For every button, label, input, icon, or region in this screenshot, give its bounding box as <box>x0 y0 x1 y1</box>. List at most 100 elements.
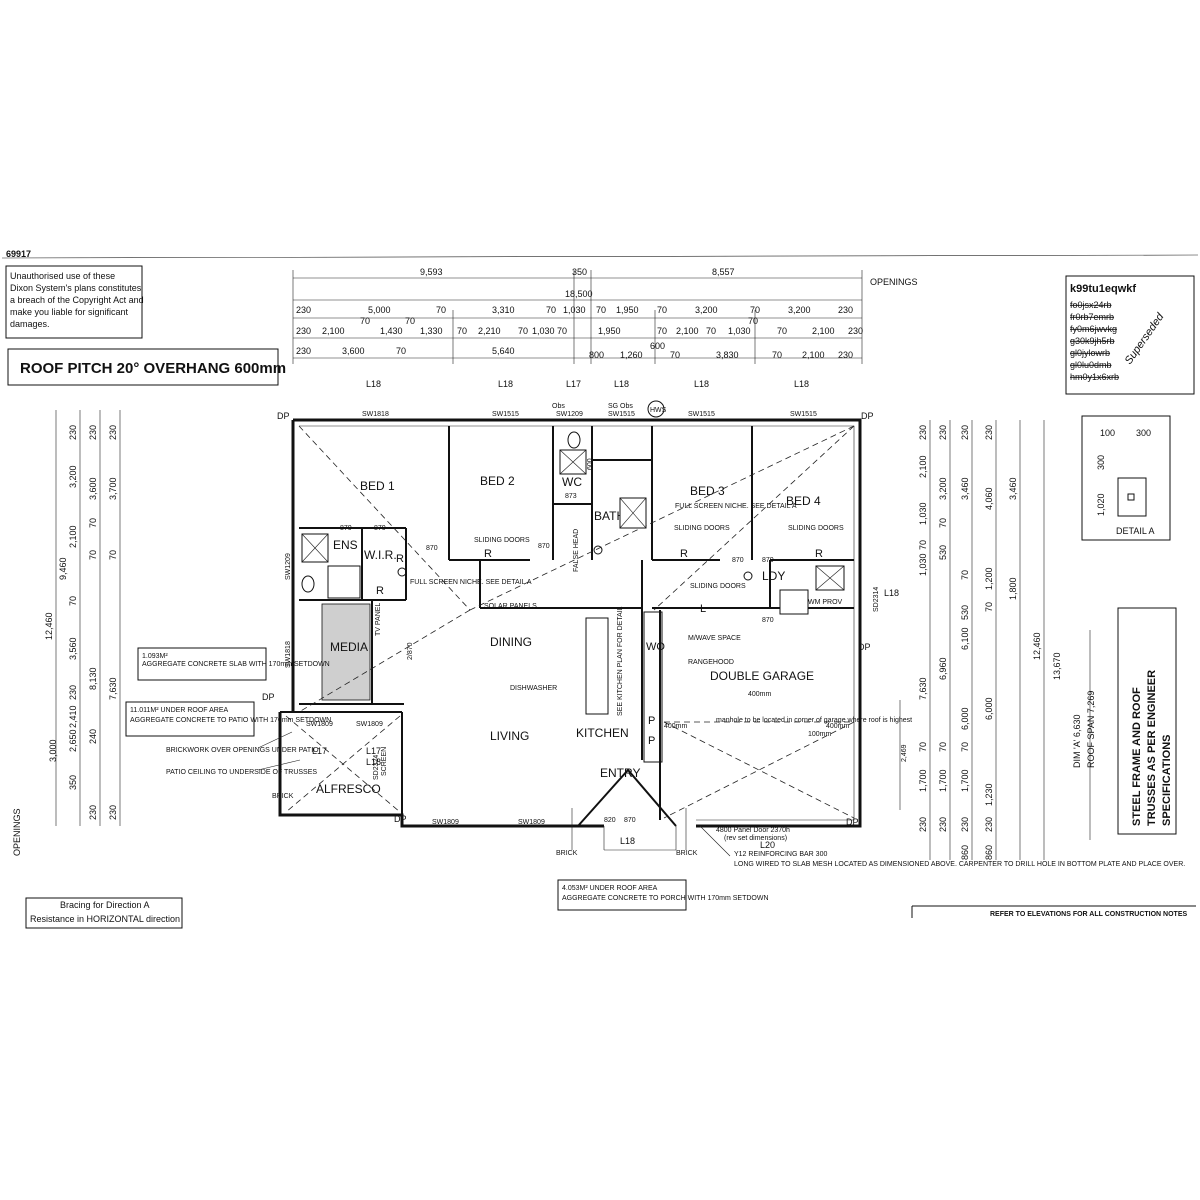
dp-1: DP <box>277 411 290 421</box>
dim-2469: 2,469 <box>901 744 908 762</box>
dim-r2b-3: 70 <box>748 316 758 326</box>
win-sw1515-d: SW1515 <box>790 411 817 418</box>
right-c1-3: 1,030 <box>918 502 928 525</box>
sliding-doors-bed3: SLIDING DOORS <box>674 525 730 532</box>
left-c2-10: 350 <box>68 775 78 790</box>
dp-2: DP <box>861 411 874 421</box>
left-c2-6: 3,560 <box>68 637 78 660</box>
door-870-wir: 870 <box>374 525 386 532</box>
see-kitchen-plan-note: SEE KITCHEN PLAN FOR DETAIL <box>617 606 624 716</box>
lintel-l18-entry: L18 <box>620 836 635 846</box>
dim-r4-9: 3,830 <box>716 350 739 360</box>
sanitary-symbols <box>301 431 845 593</box>
dim-r4-6: 1,260 <box>620 350 643 360</box>
room-bed1: BED 1 <box>360 479 395 493</box>
win-sw1809-d: SW1809 <box>518 819 545 826</box>
right-c3-10: 860 <box>960 845 970 860</box>
right-c3-5: 530 <box>960 605 970 620</box>
room-bed4: BED 4 <box>786 494 821 508</box>
left-c2-3: 9,460 <box>58 557 68 580</box>
right-c1-1: 230 <box>918 425 928 440</box>
window-labels: SW1818 SW1515 Obs SW1209 SG Obs SW1515 H… <box>285 400 880 826</box>
openings-label-top: OPENINGS <box>870 277 918 287</box>
wm-prov-label: WM PROV <box>808 599 843 606</box>
under-roof-area: 11.011M² UNDER ROOF AREA <box>130 707 228 714</box>
copyright-line-4: make you liable for significant <box>10 307 129 317</box>
door-870-ens: 870 <box>340 525 352 532</box>
tv-panel-label: TV PANEL <box>375 603 382 636</box>
stamp-line-3: fr0rb7emrb <box>1070 312 1114 322</box>
door-870-entry: 870 <box>624 817 636 824</box>
false-head-label: FALSE HEAD <box>573 529 580 572</box>
dim-r3-16: 2,100 <box>812 326 835 336</box>
sliding-doors-hall: SLIDING DOORS <box>690 583 746 590</box>
room-bed2: BED 2 <box>480 474 515 488</box>
right-c3-8: 1,700 <box>960 769 970 792</box>
dim-r3-10: 1,950 <box>598 326 621 336</box>
right-c2-6: 70 <box>938 742 948 752</box>
dim-r2b-2: 70 <box>405 316 415 326</box>
win-sd2314: SD2314 <box>873 587 880 612</box>
room-kitchen: KITCHEN <box>576 726 629 740</box>
top-dimensions: 9,593 350 8,557 OPENINGS 18,500 230 5,00… <box>292 267 918 389</box>
left-c2-8: 2,650 <box>68 729 78 752</box>
win-hws: HWS <box>650 407 667 414</box>
dim-r3-14: 1,030 <box>728 326 751 336</box>
robe-bed2: R <box>484 548 492 560</box>
manhole-note: manhole to be located in corner of garag… <box>716 717 912 724</box>
lintel-top-6: L18 <box>794 379 809 389</box>
sliding-doors-bed2: SLIDING DOORS <box>474 537 530 544</box>
linen-label: L <box>700 603 706 615</box>
room-alfresco: ALFRESCO <box>316 782 381 796</box>
left-notes: 1.093M² AGGREGATE CONCRETE SLAB WITH 170… <box>125 647 331 776</box>
dim-total: 18,500 <box>565 289 593 299</box>
win-sw1809-c: SW1809 <box>432 819 459 826</box>
room-ldy: LDY <box>762 569 785 583</box>
other-lintels: L18 L17 L17 L18 L20 L18 <box>312 588 899 850</box>
room-wc: WC <box>562 475 582 489</box>
right-c1-6: 7,630 <box>918 677 928 700</box>
dim-r2-2: 5,000 <box>368 305 391 315</box>
right-c2-2: 3,200 <box>938 477 948 500</box>
win-sg-obs: SG Obs <box>608 403 633 410</box>
under-roof-text: AGGREGATE CONCRETE TO PATIO WITH 170mm S… <box>130 717 331 724</box>
win-obs: Obs <box>552 403 565 410</box>
right-c2-8: 230 <box>938 817 948 832</box>
right-dimensions: 230 2,100 1,030 70 1,030 7,630 70 1,700 … <box>899 420 1096 860</box>
win-sd2324: SD2324 <box>373 755 380 780</box>
revision-stamp: k99tu1eqwkf fo0jsx24rb fr0rb7emrb fy0m6j… <box>1065 275 1195 395</box>
right-c1-9: 230 <box>918 817 928 832</box>
left-c3-7: 230 <box>88 805 98 820</box>
niche-note-ens: FULL SCREEN NICHE. SEE DETAIL A <box>410 579 532 586</box>
right-c1-8: 1,700 <box>918 769 928 792</box>
stamp-line-1: k99tu1eqwkf <box>1070 283 1136 295</box>
room-ens: ENS <box>333 538 358 552</box>
left-c2-1: 230 <box>68 425 78 440</box>
right-c3-4: 6,100 <box>960 627 970 650</box>
left-c2-5: 70 <box>68 596 78 606</box>
robe-ens: R <box>376 585 384 597</box>
right-c4-4: 70 <box>984 602 994 612</box>
sliding-doors-bed4: SLIDING DOORS <box>788 525 844 532</box>
door-870-bed1: 870 <box>426 545 438 552</box>
porch-area: 4.053M² UNDER ROOF AREA <box>562 885 658 892</box>
pantry-label-2: P <box>648 735 655 747</box>
right-c4-6: 6,000 <box>984 697 994 720</box>
detail-a-label: DETAIL A <box>1116 526 1155 536</box>
left-c4-4: 7,630 <box>108 677 118 700</box>
left-c3-3: 70 <box>88 518 98 528</box>
dim-top-a: 9,593 <box>420 267 443 277</box>
room-bath: BATH <box>594 509 625 523</box>
copyright-line-5: damages. <box>10 319 50 329</box>
right-c1-5: 1,030 <box>918 553 928 576</box>
panel-door-label: 4800 Panel Door 2370h <box>716 827 790 834</box>
dim-r3-17: 230 <box>848 326 863 336</box>
door-873-wc: 873 <box>565 493 577 500</box>
left-c2-9: 3,000 <box>48 739 58 762</box>
right-c5-2: 12,460 <box>1032 632 1042 660</box>
dim-r2-5: 70 <box>546 305 556 315</box>
mwave-note: M/WAVE SPACE <box>688 635 741 642</box>
detail-a-dim-1: 100 <box>1100 428 1115 438</box>
dim-r2-6: 1,030 <box>563 305 586 315</box>
bottom-notes: 4.053M² UNDER ROOF AREA AGGREGATE CONCRE… <box>25 825 1196 929</box>
